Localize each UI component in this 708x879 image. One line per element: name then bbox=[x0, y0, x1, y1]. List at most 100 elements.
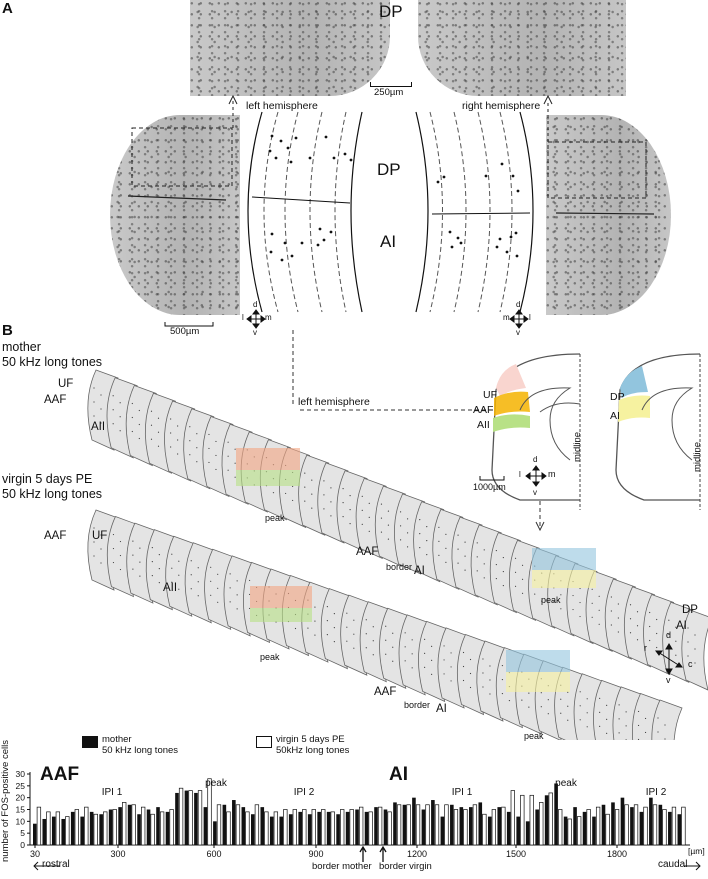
bar-mother bbox=[89, 811, 94, 845]
section-dot bbox=[579, 719, 581, 721]
bar-mother bbox=[497, 807, 502, 845]
section-dot bbox=[586, 698, 588, 700]
bar-mother bbox=[393, 802, 397, 845]
section-dot bbox=[368, 502, 370, 504]
bar-virgin bbox=[472, 804, 478, 846]
bar-mother bbox=[573, 807, 577, 845]
section-dot bbox=[644, 717, 647, 720]
section-dot bbox=[150, 410, 153, 412]
section-dot bbox=[131, 416, 133, 419]
chart-annotation: IPI 2 bbox=[294, 787, 315, 798]
section-dot bbox=[353, 647, 355, 649]
section-dot bbox=[610, 624, 612, 626]
section-dot bbox=[406, 518, 409, 520]
legend-virgin-line2: 50kHz long tones bbox=[276, 745, 350, 756]
legend-virgin-text: virgin 5 days PE 50kHz long tones bbox=[276, 734, 349, 756]
bar-mother bbox=[383, 809, 388, 845]
top-scale-bar bbox=[370, 82, 412, 87]
compass-b-m: m bbox=[548, 469, 556, 479]
section-dot bbox=[93, 401, 95, 403]
bar-virgin bbox=[595, 806, 601, 846]
bar-mother bbox=[525, 821, 530, 845]
chart-annotation: IPI 2 bbox=[646, 787, 667, 798]
section-dot bbox=[229, 601, 231, 603]
section-dot bbox=[528, 692, 530, 694]
section-dot bbox=[521, 699, 523, 701]
bar-mother bbox=[620, 797, 625, 845]
y-tick-label: 10 bbox=[16, 816, 26, 826]
section-dot bbox=[197, 567, 199, 569]
chart-rostral: rostral bbox=[42, 859, 70, 870]
section-dot bbox=[227, 469, 229, 471]
section-dot bbox=[404, 632, 406, 634]
section-dot bbox=[547, 699, 549, 701]
section-dot bbox=[119, 568, 122, 571]
section-dot bbox=[443, 659, 445, 661]
section-dot bbox=[657, 731, 659, 733]
section-dot bbox=[236, 594, 238, 596]
row1-aaf: AAF bbox=[44, 394, 67, 406]
section-dot bbox=[599, 711, 601, 713]
bar-mother bbox=[402, 804, 407, 845]
x-tick-label: 900 bbox=[308, 849, 323, 859]
bar-mother bbox=[269, 816, 274, 845]
bar-virgin bbox=[614, 809, 620, 846]
bar-mother bbox=[554, 783, 558, 845]
bar-mother bbox=[563, 816, 568, 845]
section-dot bbox=[426, 540, 428, 542]
section-dot bbox=[227, 441, 229, 443]
section-dot bbox=[495, 563, 497, 566]
highlight-region bbox=[506, 672, 570, 692]
section-dot bbox=[385, 625, 387, 627]
bar-mother bbox=[203, 807, 208, 845]
section-dot bbox=[100, 394, 102, 396]
section-dot bbox=[625, 725, 627, 727]
section-dot bbox=[139, 561, 141, 563]
section-dot bbox=[464, 555, 466, 557]
section-dot bbox=[314, 606, 316, 608]
bar-virgin bbox=[425, 804, 430, 846]
bar-mother bbox=[213, 821, 217, 845]
section-dot bbox=[330, 501, 332, 503]
section-dot bbox=[469, 686, 472, 689]
section-dot bbox=[462, 679, 465, 682]
row2-uf: UF bbox=[92, 530, 108, 542]
bar-mother bbox=[469, 807, 473, 845]
bar-mother bbox=[260, 807, 265, 845]
row2-peak: peak bbox=[260, 652, 280, 662]
section-dot bbox=[694, 662, 696, 664]
left-border-line bbox=[127, 195, 227, 201]
section-dot bbox=[464, 541, 466, 543]
virgin-label: virgin 5 days PE 50 kHz long tones bbox=[2, 472, 102, 502]
rostral-arrow bbox=[33, 861, 60, 871]
bar-virgin bbox=[434, 804, 440, 846]
bar-mother bbox=[298, 811, 302, 845]
x-tick-label: 1800 bbox=[607, 849, 627, 859]
section-dot bbox=[656, 632, 658, 635]
section-slice bbox=[681, 609, 708, 691]
bar-mother bbox=[42, 818, 47, 845]
section-dot bbox=[572, 608, 574, 611]
section-dot bbox=[482, 658, 484, 660]
coronal-dp: DP bbox=[610, 391, 625, 403]
section-dot bbox=[476, 570, 478, 572]
bar-mother bbox=[440, 816, 445, 845]
section-dot bbox=[694, 648, 696, 650]
section-dot bbox=[469, 658, 472, 661]
section-dot bbox=[606, 718, 608, 720]
section-dot bbox=[112, 533, 115, 536]
row2-ai: AI bbox=[436, 703, 447, 715]
bar-virgin bbox=[178, 787, 184, 846]
bar-mother bbox=[61, 818, 66, 845]
section-dot bbox=[326, 634, 328, 636]
bar-virgin bbox=[36, 806, 42, 846]
bar-mother bbox=[33, 823, 37, 845]
coronal-aaf: AAF bbox=[473, 404, 494, 416]
bar-virgin bbox=[453, 809, 459, 846]
section-dot bbox=[431, 673, 433, 675]
section-dot bbox=[501, 664, 504, 667]
section-dot bbox=[365, 619, 367, 621]
section-dot bbox=[333, 627, 335, 629]
section-dot bbox=[234, 462, 236, 464]
section-dot bbox=[365, 647, 367, 649]
